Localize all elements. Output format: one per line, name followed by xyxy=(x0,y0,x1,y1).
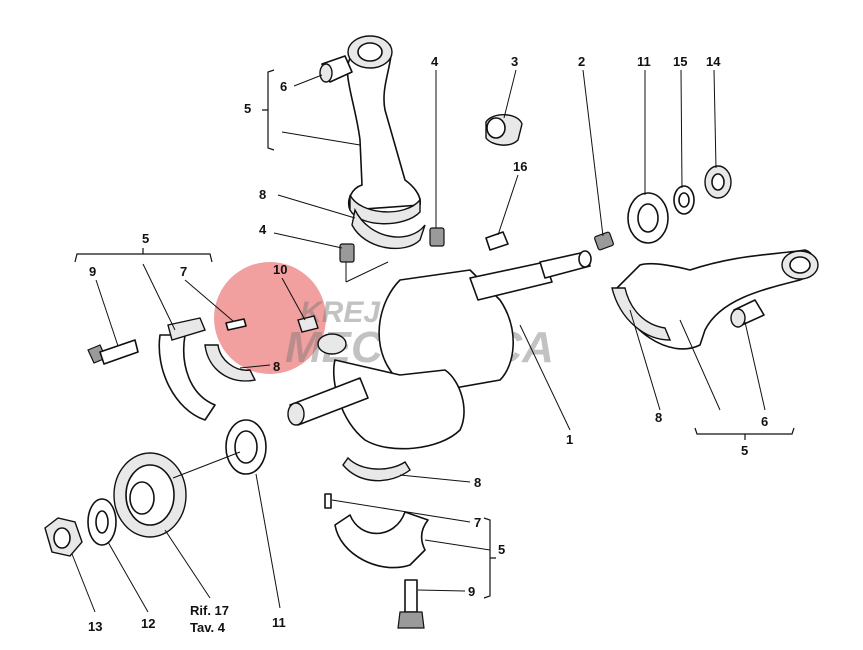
cap-bolt-lower xyxy=(397,579,425,629)
callout-10: 10 xyxy=(273,262,287,277)
callout-16: 16 xyxy=(513,159,527,174)
callout-8-lower: 8 xyxy=(474,475,481,490)
brace-lower-right xyxy=(483,517,496,599)
callout-8-left: 8 xyxy=(273,359,280,374)
callout-11-right: 11 xyxy=(637,54,651,69)
brace-right-bottom xyxy=(694,427,795,440)
cap-screws-4 xyxy=(339,227,445,263)
dowel-pin-lower xyxy=(324,493,332,509)
brace-left-top xyxy=(74,248,213,263)
dowel-pin-10 xyxy=(297,315,319,333)
callouts: 5 6 4 3 2 11 15 14 16 8 4 5 9 7 10 8 1 8… xyxy=(88,54,768,635)
callout-12: 12 xyxy=(141,616,155,631)
woodruff-key-16 xyxy=(485,231,509,251)
timing-gear xyxy=(113,452,187,538)
callout-11-left: 11 xyxy=(272,615,286,630)
reference-line2: Tav. 4 xyxy=(190,620,226,635)
upper-bearing-shell xyxy=(351,207,426,250)
small-end-bushing-right xyxy=(730,299,765,328)
callout-5-right: 5 xyxy=(741,443,748,458)
washer-15 xyxy=(673,185,695,215)
thrust-washer-left xyxy=(225,419,267,475)
crankshaft xyxy=(287,250,592,450)
plug-3 xyxy=(485,114,523,146)
nut-14 xyxy=(704,165,732,199)
callout-8-upper: 8 xyxy=(259,187,266,202)
reference-line1: Rif. 17 xyxy=(190,603,229,618)
watermark-red-disc xyxy=(214,262,326,374)
thrust-washer-right xyxy=(627,192,669,244)
upper-connecting-rod xyxy=(346,35,422,225)
brace-upper-left xyxy=(262,69,275,151)
left-rod-cap xyxy=(158,317,216,421)
callout-5-left: 5 xyxy=(142,231,149,246)
small-end-bushing-upper xyxy=(319,55,353,83)
leader-lines xyxy=(71,69,766,613)
callout-6-upper: 6 xyxy=(280,79,287,94)
callout-15: 15 xyxy=(673,54,687,69)
washer-12 xyxy=(87,498,117,546)
callout-9-lower: 9 xyxy=(468,584,475,599)
seal-2 xyxy=(594,231,614,251)
callout-7-left: 7 xyxy=(180,264,187,279)
callout-4-lower: 4 xyxy=(259,222,267,237)
callout-1: 1 xyxy=(566,432,573,447)
callout-14: 14 xyxy=(706,54,721,69)
right-connecting-rod xyxy=(614,249,819,350)
callout-9-left: 9 xyxy=(89,264,96,279)
callout-5-lower: 5 xyxy=(498,542,505,557)
lower-bearing-shell xyxy=(342,456,411,482)
cap-bolt-left xyxy=(87,339,139,365)
left-bearing-shell xyxy=(204,344,257,382)
callout-13: 13 xyxy=(88,619,102,634)
callout-3: 3 xyxy=(511,54,518,69)
callout-8-right: 8 xyxy=(655,410,662,425)
callout-7-lower: 7 xyxy=(474,515,481,530)
lower-rod-cap xyxy=(334,511,429,569)
callout-4-upper: 4 xyxy=(431,54,439,69)
assembly-braces xyxy=(74,69,795,599)
callout-2: 2 xyxy=(578,54,585,69)
dowel-pin-left xyxy=(225,318,247,331)
nut-13 xyxy=(44,517,83,557)
callout-6-right: 6 xyxy=(761,414,768,429)
callout-5-upper: 5 xyxy=(244,101,251,116)
right-bearing-shell xyxy=(611,287,672,341)
